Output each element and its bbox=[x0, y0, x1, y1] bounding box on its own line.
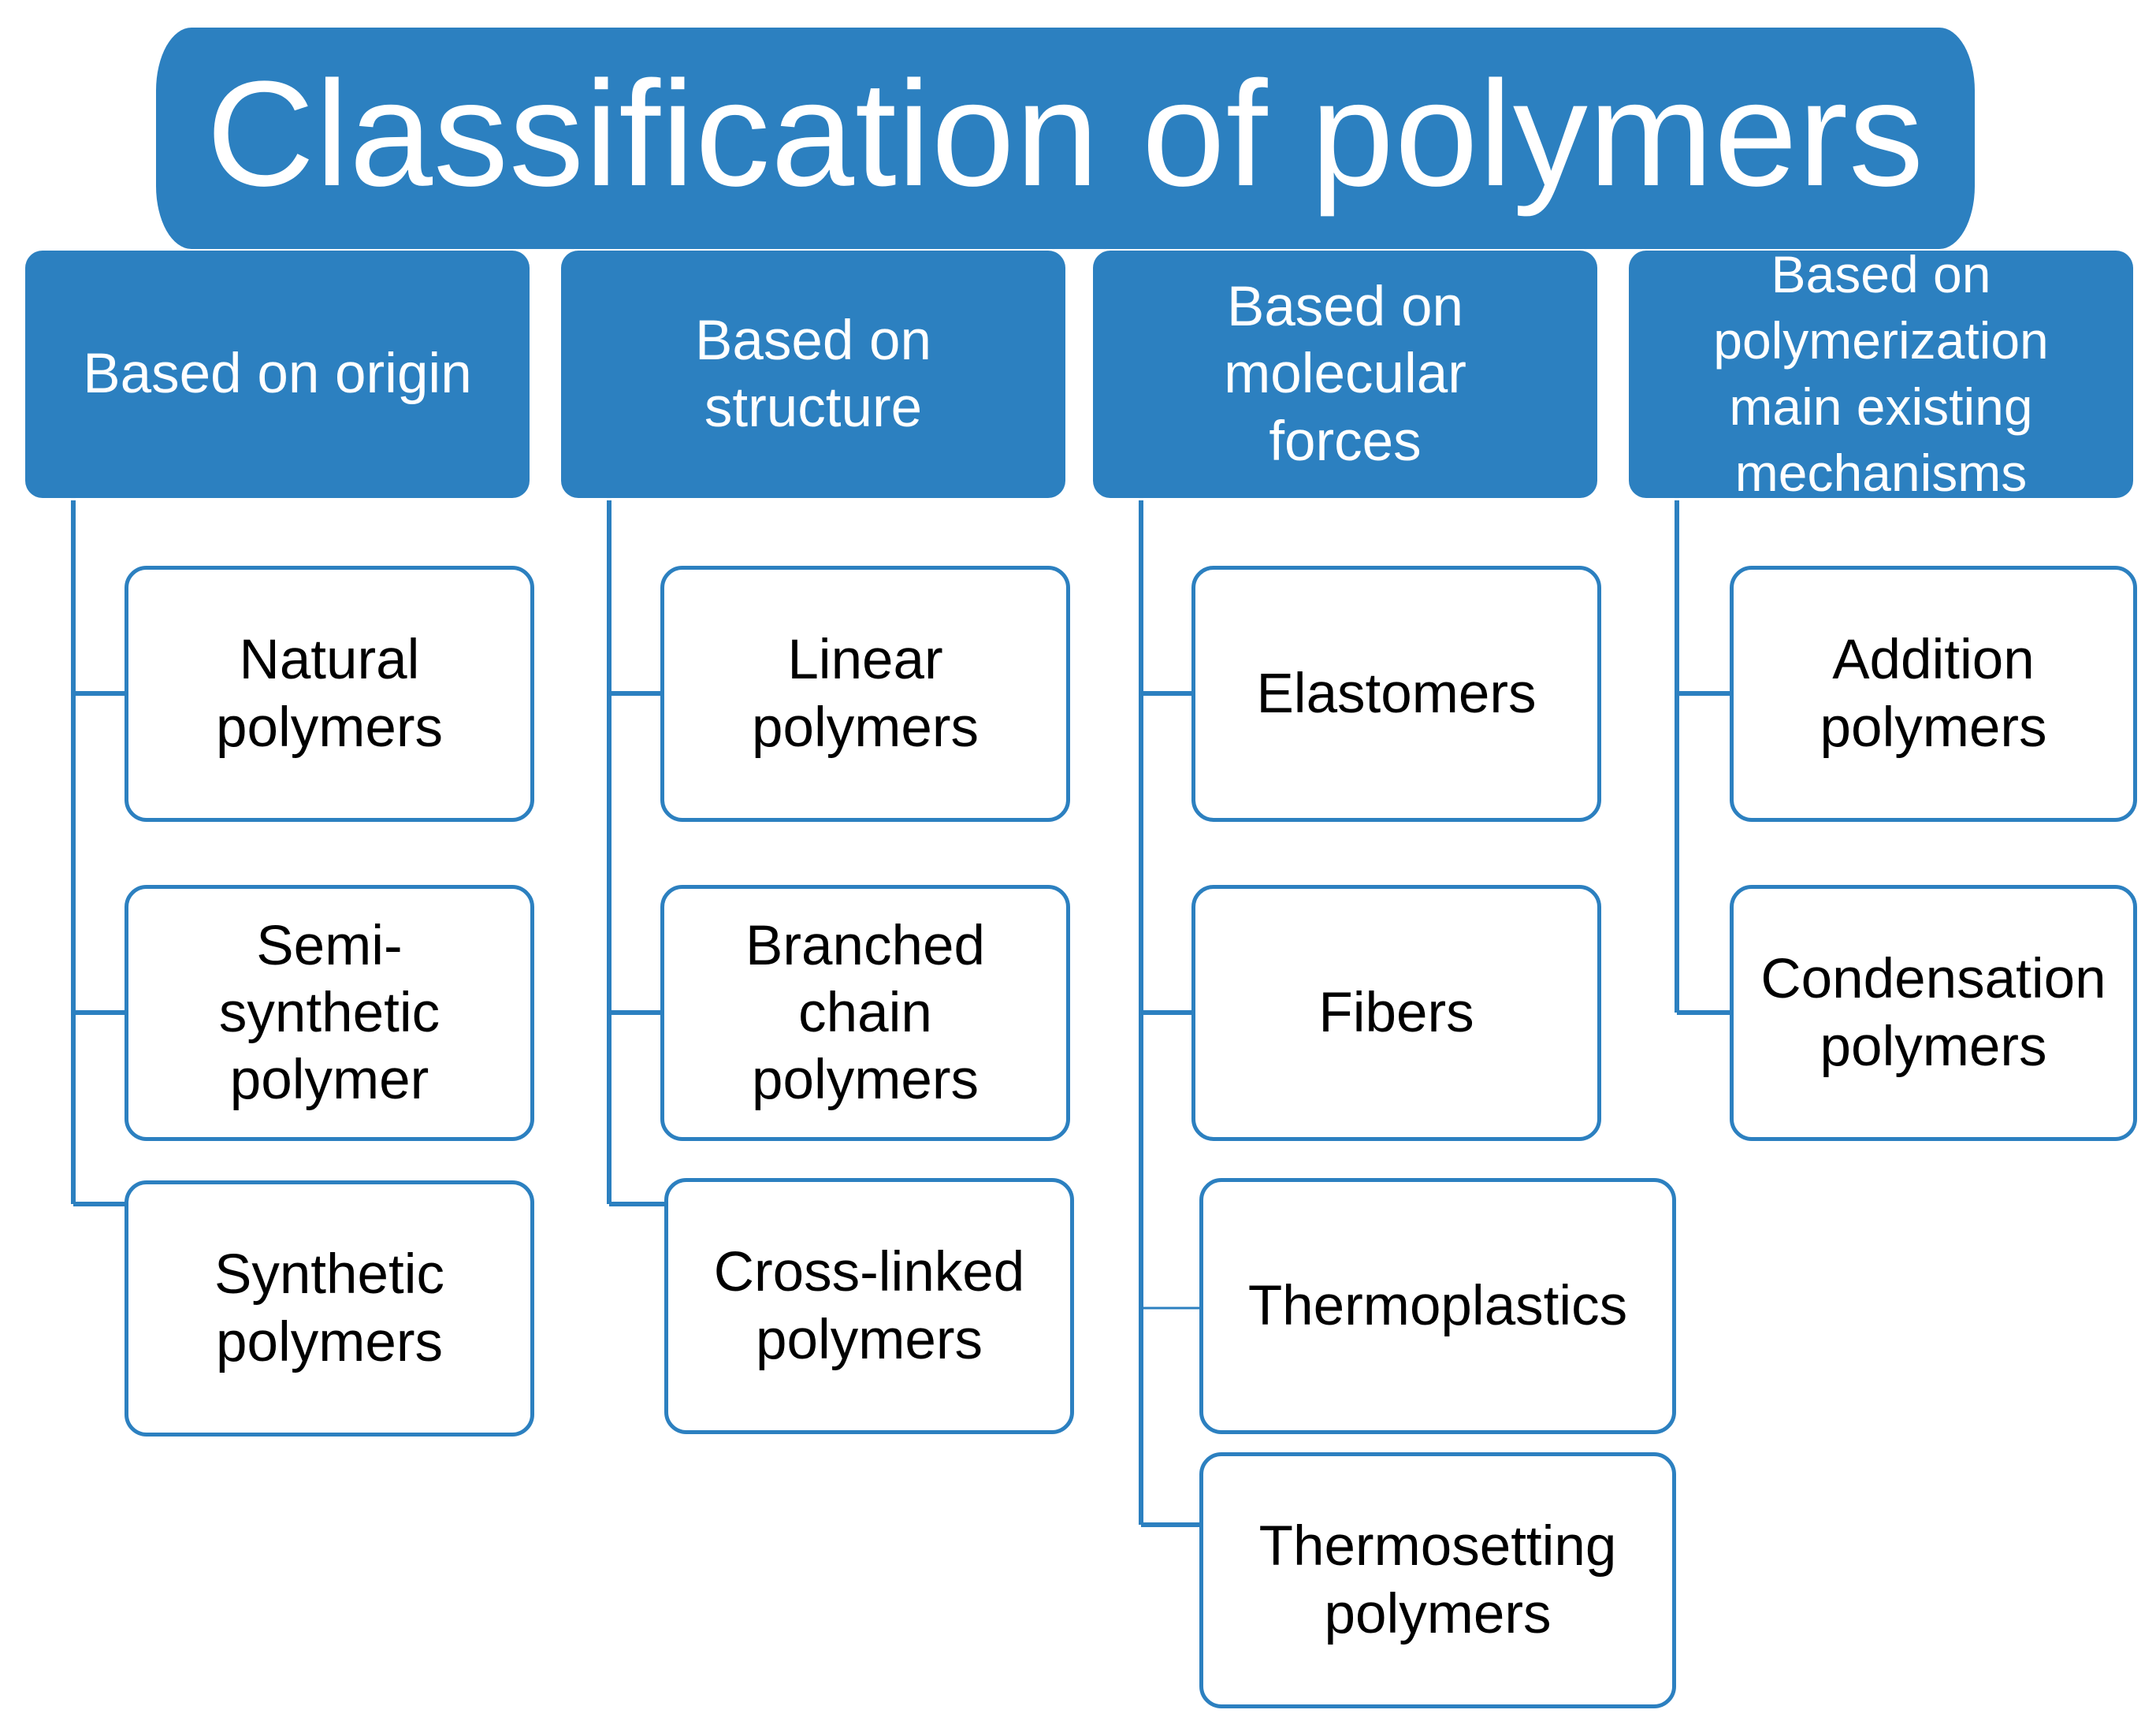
item-fibers: Fibers bbox=[1191, 885, 1601, 1141]
item-synthetic-polymers: Synthetic polymers bbox=[125, 1180, 534, 1437]
category-polymerization-mechanism: Based on polymerization main existing me… bbox=[1629, 245, 2133, 502]
category-origin: Based on origin bbox=[25, 251, 530, 498]
item-linear-polymers: Linear polymers bbox=[660, 566, 1070, 822]
item-thermoplastics: Thermoplastics bbox=[1199, 1178, 1676, 1434]
item-condensation-polymers: Condensation polymers bbox=[1730, 885, 2137, 1141]
category-molecular-forces: Based on molecular forces bbox=[1093, 251, 1597, 498]
item-addition-polymers: Addition polymers bbox=[1730, 566, 2137, 822]
diagram-title: Classification of polymers bbox=[156, 28, 1975, 249]
item-thermosetting-polymers: Thermosetting polymers bbox=[1199, 1452, 1676, 1708]
item-elastomers: Elastomers bbox=[1191, 566, 1601, 822]
category-structure: Based on structure bbox=[561, 251, 1065, 498]
item-branched-chain-polymers: Branched chain polymers bbox=[660, 885, 1070, 1141]
item-semi-synthetic-polymer: Semi- synthetic polymer bbox=[125, 885, 534, 1141]
item-natural-polymers: Natural polymers bbox=[125, 566, 534, 822]
item-cross-linked-polymers: Cross-linked polymers bbox=[664, 1178, 1074, 1434]
